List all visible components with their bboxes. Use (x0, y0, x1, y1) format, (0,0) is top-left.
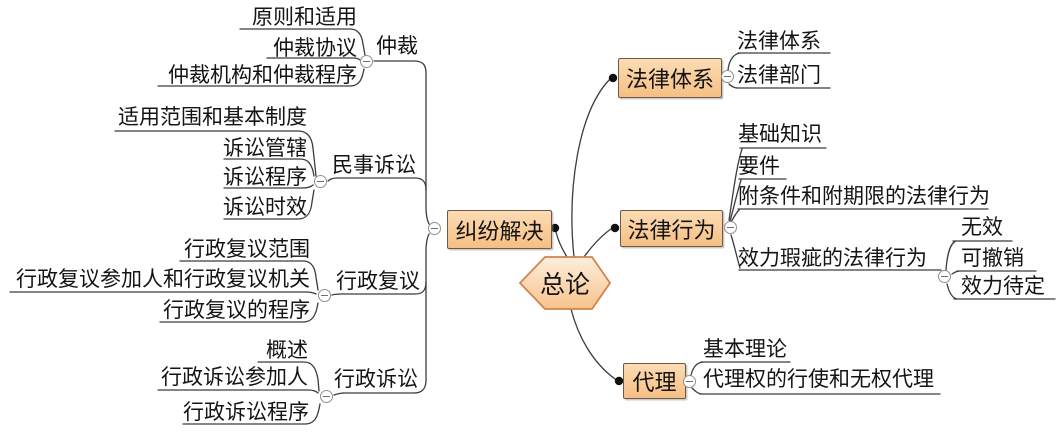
branch-civil-litigation-lines (114, 130, 317, 220)
branch-legal-acts-lines (728, 147, 989, 271)
node-admin-reconsideration[interactable]: 行政复议 (336, 269, 420, 293)
node-civil-scope-basic[interactable]: 适用范围和基本制度 (118, 105, 307, 129)
minus-icon (686, 381, 693, 382)
dot-dispute (550, 223, 560, 233)
node-root-general[interactable]: 总论 (539, 270, 590, 299)
node-admin-litigation[interactable]: 行政诉讼 (334, 367, 418, 391)
node-elements[interactable]: 要件 (738, 154, 780, 178)
node-admin-lit-participants[interactable]: 行政诉讼参加人 (161, 365, 308, 389)
node-civil-litigation[interactable]: 民事诉讼 (332, 153, 416, 177)
node-invalid[interactable]: 无效 (961, 215, 1003, 239)
toggle-agency[interactable] (683, 375, 696, 388)
node-admin-recon-procedure[interactable]: 行政复议的程序 (163, 298, 310, 322)
toggle-admin-litigation[interactable] (320, 390, 333, 403)
dot-legal-system (608, 73, 618, 83)
dispute-trunk-lines (327, 60, 430, 396)
minus-icon (724, 76, 731, 77)
toggle-legal-acts[interactable] (724, 221, 737, 234)
minus-icon (941, 276, 948, 277)
branch-admin-litigation-lines (157, 361, 321, 425)
minus-icon (363, 61, 370, 62)
root-curves (555, 78, 616, 380)
toggle-civil-litigation[interactable] (314, 175, 327, 188)
root-hexagon[interactable] (518, 256, 612, 310)
node-admin-recon-scope[interactable]: 行政复议范围 (184, 237, 310, 261)
branch-admin-reconsideration-lines (9, 260, 319, 323)
node-litigation-procedure[interactable]: 诉讼程序 (223, 165, 307, 189)
node-basic-knowledge[interactable]: 基础知识 (738, 122, 822, 146)
toggle-dispute-resolution[interactable] (428, 222, 441, 235)
branch-arbitration-lines (157, 28, 366, 87)
node-admin-lit-overview[interactable]: 概述 (266, 338, 308, 362)
connection-dots (550, 73, 624, 386)
branch-defective-acts-lines (945, 240, 1056, 300)
node-legal-acts[interactable]: 法律行为 (620, 210, 723, 247)
toggle-defective-acts[interactable] (938, 270, 951, 283)
node-defective-acts[interactable]: 效力瑕疵的法律行为 (738, 246, 927, 270)
node-agency[interactable]: 代理 (623, 363, 686, 399)
toggle-arbitration[interactable] (360, 55, 373, 68)
node-arbitration-institutions[interactable]: 仲裁机构和仲裁程序 (168, 63, 357, 87)
node-litigation-jurisdiction[interactable]: 诉讼管辖 (223, 136, 307, 160)
node-admin-lit-procedure[interactable]: 行政诉讼程序 (183, 400, 309, 424)
minus-icon (323, 396, 330, 397)
node-arbitration[interactable]: 仲裁 (376, 34, 418, 58)
node-arbitration-principles[interactable]: 原则和适用 (252, 5, 357, 29)
branch-legal-system-lines (727, 52, 831, 89)
node-conditional-term-acts[interactable]: 附条件和附期限的法律行为 (738, 184, 990, 208)
minus-icon (321, 295, 328, 296)
minus-icon (727, 227, 734, 228)
node-dispute-resolution[interactable]: 纠纷解决 (447, 210, 552, 249)
minus-icon (431, 228, 438, 229)
node-revocable[interactable]: 可撤销 (961, 246, 1024, 270)
minus-icon (317, 181, 324, 182)
node-arbitration-agreement[interactable]: 仲裁协议 (273, 36, 357, 60)
node-legal-system-child[interactable]: 法律体系 (737, 29, 821, 53)
node-pending-effect[interactable]: 效力待定 (961, 274, 1045, 298)
node-litigation-limitation[interactable]: 诉讼时效 (223, 195, 307, 219)
toggle-legal-system[interactable] (721, 70, 734, 83)
toggle-admin-reconsideration[interactable] (318, 289, 331, 302)
node-legal-system[interactable]: 法律体系 (618, 58, 722, 98)
node-legal-departments[interactable]: 法律部门 (737, 63, 821, 87)
dot-legal-acts (610, 223, 620, 233)
node-agency-exercise-unauthorized[interactable]: 代理权的行使和无权代理 (703, 367, 934, 391)
branch-agency-lines (690, 361, 941, 395)
node-admin-recon-participants[interactable]: 行政复议参加人和行政复议机关 (16, 267, 310, 291)
dot-agency (614, 376, 624, 386)
node-agency-basic-theory[interactable]: 基本理论 (703, 337, 787, 361)
